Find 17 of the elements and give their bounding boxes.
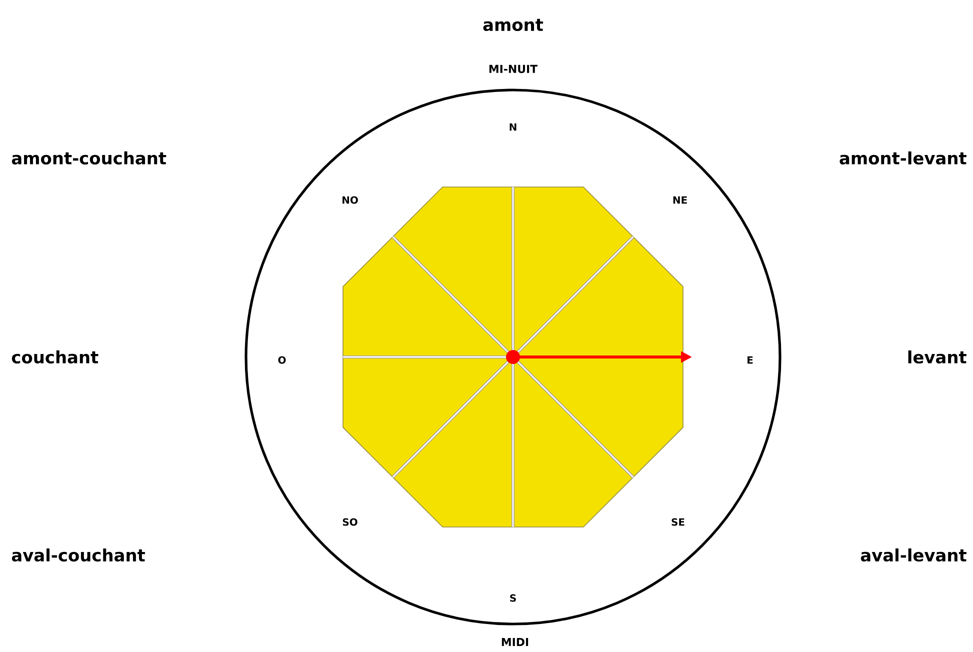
compass-letter: O [278,356,286,364]
direction-label: aval-couchant [12,548,145,562]
compass-letter: NE [673,196,687,204]
compass-letter: E [748,356,753,364]
direction-label: couchant [12,350,98,364]
compass-letter: N [510,123,516,131]
compass-letter: SE [672,518,684,526]
compass-letter: NO [342,196,358,204]
compass-letter: SO [342,518,358,526]
time-label: MI-NUIT [489,64,538,74]
direction-label: amont-couchant [12,151,166,165]
compass-letter: S [510,594,516,602]
direction-label: amont [483,18,544,32]
time-label: MIDI [502,638,528,646]
direction-label: levant [908,350,966,364]
direction-label: aval-levant [860,548,966,562]
direction-label: amont-levant [840,151,966,165]
